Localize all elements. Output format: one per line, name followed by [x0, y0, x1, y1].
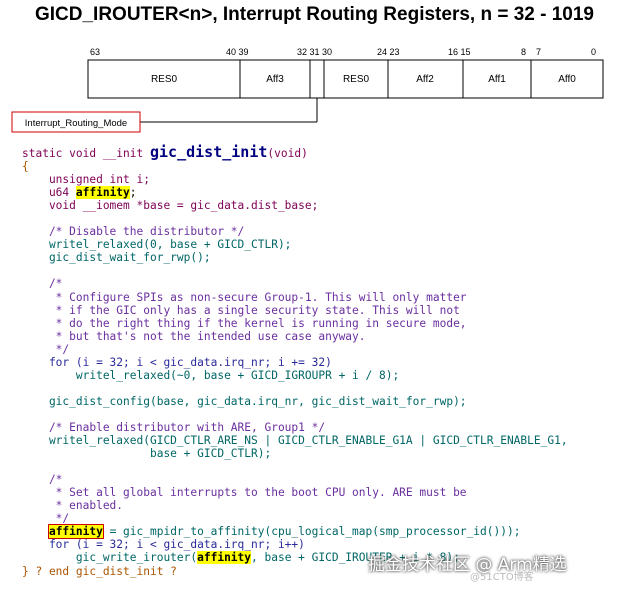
code-comment: /*	[22, 473, 63, 487]
watermark: 掘金技术社区 @ Arm精选	[368, 555, 567, 575]
highlighted-affinity: affinity	[47, 524, 104, 540]
code-comment: /* Disable the distributor */	[22, 225, 245, 239]
highlighted-affinity: affinity	[75, 186, 130, 200]
field-aff2: Aff2	[416, 74, 434, 85]
code-line: {	[22, 160, 29, 174]
code-line: for (i = 32; i < gic_data.irq_nr; i += 3…	[22, 355, 332, 369]
callout-label: Interrupt_Routing_Mode	[25, 118, 127, 129]
code-line: = gic_mpidr_to_affinity(cpu_logical_map(…	[102, 525, 521, 539]
field-res0-mid: RES0	[343, 74, 370, 85]
code-line: gic_dist_wait_for_rwp();	[22, 251, 211, 265]
code-line: , base + GICD_IROUTER + i * 8);	[251, 551, 460, 565]
code-line: base + GICD_CTLR);	[22, 447, 272, 461]
code-comment: * do the right thing if the kernel is ru…	[22, 316, 467, 330]
code-line: gic_dist_config(base, gic_data.irq_nr, g…	[22, 394, 467, 408]
code-comment: /*	[22, 277, 63, 291]
code-line: writel_relaxed(~0, base + GICD_IGROUPR +…	[22, 368, 400, 382]
code-line: for (i = 32; i < gic_data.irq_nr; i++)	[22, 538, 305, 552]
bit-label: 7	[536, 47, 541, 57]
bit-label: 0	[591, 47, 596, 57]
code-line: u64	[22, 186, 76, 200]
code-comment: * enabled.	[22, 499, 124, 513]
field-aff0: Aff0	[558, 74, 576, 85]
register-diagram: 63 40 39 32 31 30 24 23 16 15 8 7 0 RES0…	[11, 47, 604, 133]
code-line: writel_relaxed(0, base + GICD_CTLR);	[22, 238, 292, 252]
code-line: writel_relaxed(GICD_CTLR_ARE_NS | GICD_C…	[22, 434, 568, 448]
code-comment: */	[22, 342, 70, 356]
code-comment: * if the GIC only has a single security …	[22, 303, 460, 317]
code-comment: * but that's not the intended use case a…	[22, 329, 366, 343]
code-line: unsigned int i;	[22, 173, 150, 187]
function-name: gic_dist_init	[149, 143, 268, 161]
field-aff1: Aff1	[488, 74, 506, 85]
highlighted-affinity: affinity	[197, 551, 252, 565]
code-line: } ? end gic_dist_init ?	[22, 564, 177, 578]
bit-label: 63	[90, 47, 100, 57]
code-comment: */	[22, 512, 70, 526]
bit-label: 16 15	[448, 47, 471, 57]
code-comment: * Set all global interrupts to the boot …	[22, 486, 467, 500]
code-line: gic_write_irouter(	[22, 551, 198, 565]
code-listing: static void __init gic_dist_init(void) {…	[22, 143, 568, 578]
page-title: GICD_IROUTER<n>, Interrupt Routing Regis…	[34, 4, 595, 25]
code-line: void __iomem *base = gic_data.dist_base;	[22, 199, 319, 213]
code-comment: * Configure SPIs as non-secure Group-1. …	[22, 290, 467, 304]
field-aff3: Aff3	[266, 74, 284, 85]
bit-label: 24 23	[377, 47, 400, 57]
bit-label: 8	[521, 47, 526, 57]
watermark-secondary: @51CTO博客	[470, 572, 534, 583]
callout-box	[11, 111, 141, 133]
bit-label: 40 39	[226, 47, 249, 57]
code-line: (void)	[267, 147, 308, 160]
bit-label: 32 31 30	[297, 47, 332, 57]
code-line: static void __init	[22, 147, 150, 160]
field-res0-high: RES0	[151, 74, 178, 85]
code-comment: /* Enable distributor with ARE, Group1 *…	[22, 420, 326, 434]
register-outline	[87, 59, 604, 99]
